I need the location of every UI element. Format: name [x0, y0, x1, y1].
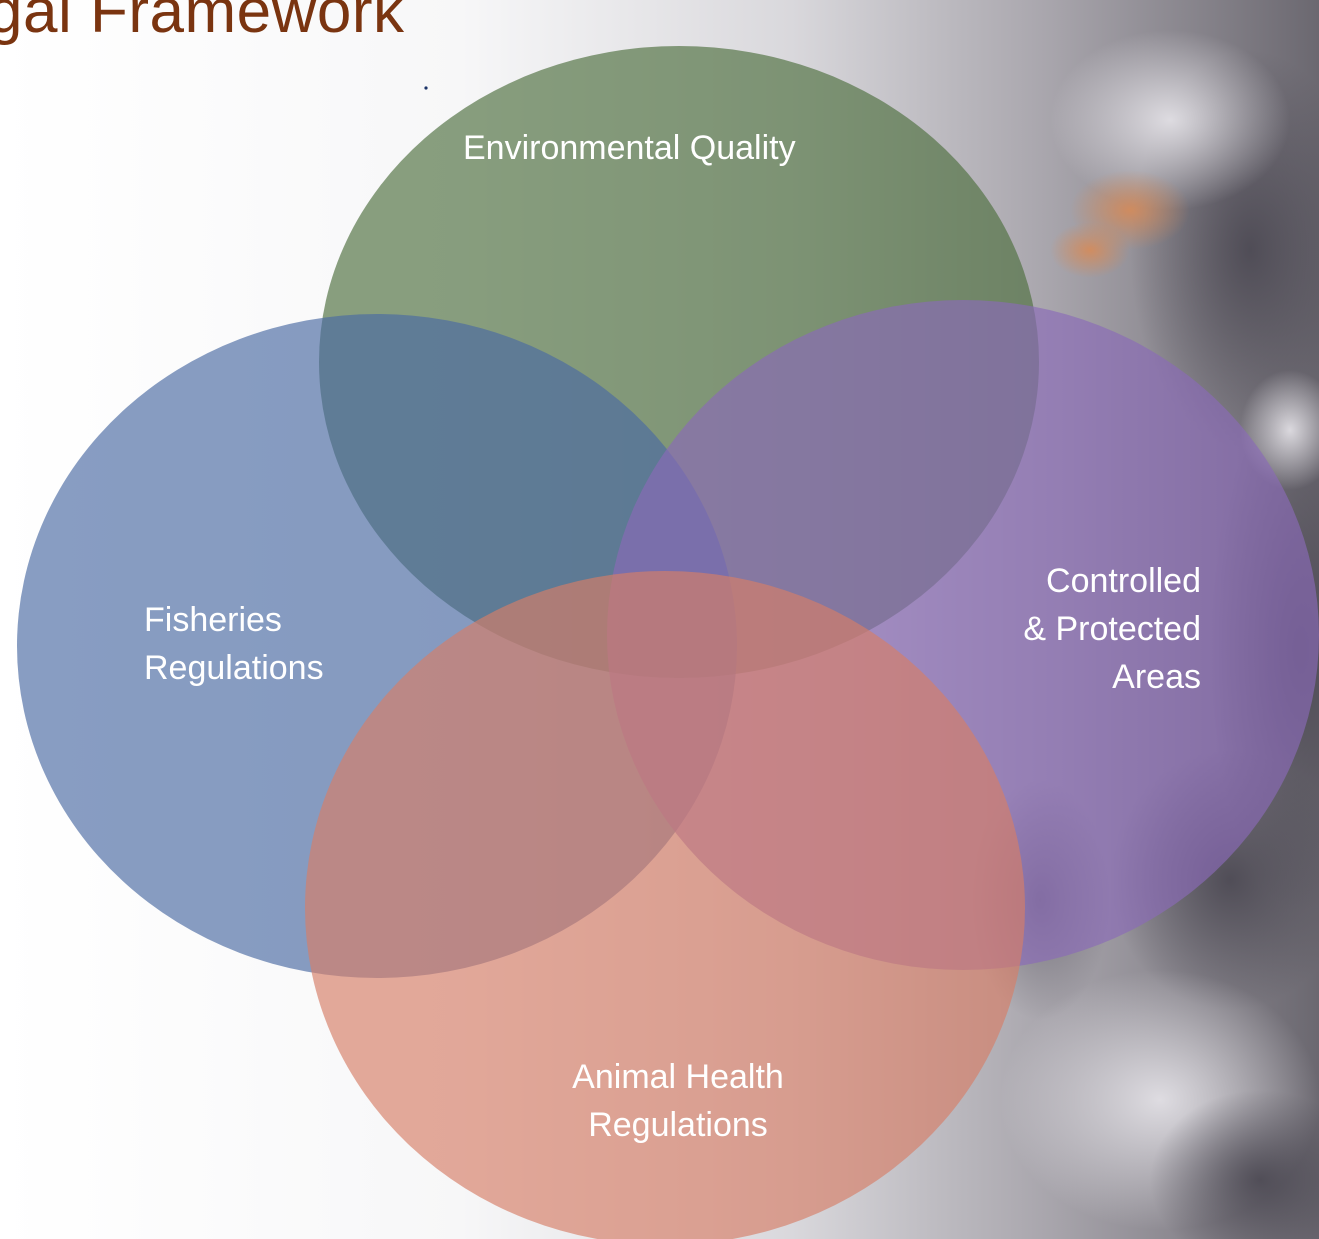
environmental-quality-label: Environmental Quality — [463, 124, 796, 172]
slide-title: gal Framework — [0, 0, 405, 46]
controlled-protected-areas-label-line-1: Controlled — [1046, 562, 1201, 600]
environmental-quality-label-line: Environmental Quality — [463, 129, 796, 167]
animal-health-regulations-label-line-2: Regulations — [588, 1106, 768, 1144]
dot-mark — [424, 86, 428, 90]
controlled-protected-areas-label-line-3: Areas — [1112, 658, 1201, 696]
controlled-protected-areas-label: Controlled & Protected Areas — [1023, 557, 1201, 701]
fisheries-regulations-label: Fisheries Regulations — [144, 596, 324, 692]
animal-health-regulations-label-line-1: Animal Health — [572, 1058, 784, 1096]
animal-health-regulations-label: Animal Health Regulations — [528, 1053, 828, 1149]
fisheries-regulations-label-line-1: Fisheries — [144, 601, 282, 639]
fisheries-regulations-label-line-2: Regulations — [144, 649, 324, 687]
animal-health-regulations-circle — [305, 571, 1025, 1239]
controlled-protected-areas-label-line-2: & Protected — [1023, 610, 1201, 648]
